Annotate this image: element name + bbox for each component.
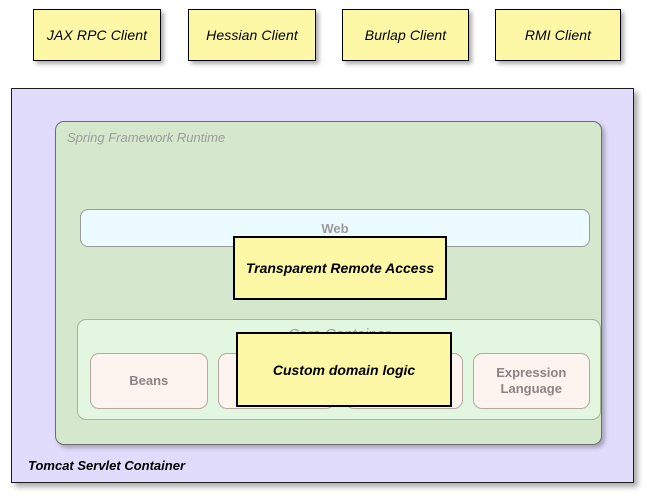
- client-box-burlap[interactable]: Burlap Client: [342, 9, 469, 61]
- client-label: Burlap Client: [364, 27, 447, 43]
- client-label: Hessian Client: [206, 27, 298, 43]
- client-label: RMI Client: [524, 27, 592, 43]
- web-layer-label: Web: [321, 220, 349, 236]
- tomcat-servlet-container[interactable]: Spring Framework Runtime Web Core Contai…: [11, 88, 634, 483]
- client-box-hessian[interactable]: Hessian Client: [188, 9, 316, 61]
- client-row: JAX RPC Client Hessian Client Burlap Cli…: [0, 0, 647, 75]
- client-label: JAX RPC Client: [46, 27, 148, 43]
- core-module-beans[interactable]: Beans: [90, 353, 208, 409]
- core-module-label: Beans: [129, 372, 169, 388]
- highlight-label: Transparent Remote Access: [245, 260, 435, 276]
- highlight-transparent-remote-access[interactable]: Transparent Remote Access: [233, 236, 447, 300]
- client-box-rmi[interactable]: RMI Client: [495, 9, 621, 61]
- client-box-jax-rpc[interactable]: JAX RPC Client: [33, 9, 161, 61]
- spring-framework-runtime-label: Spring Framework Runtime: [67, 130, 226, 145]
- highlight-custom-domain-logic[interactable]: Custom domain logic: [236, 332, 452, 407]
- highlight-label: Custom domain logic: [272, 361, 416, 378]
- tomcat-servlet-container-label: Tomcat Servlet Container: [28, 458, 186, 473]
